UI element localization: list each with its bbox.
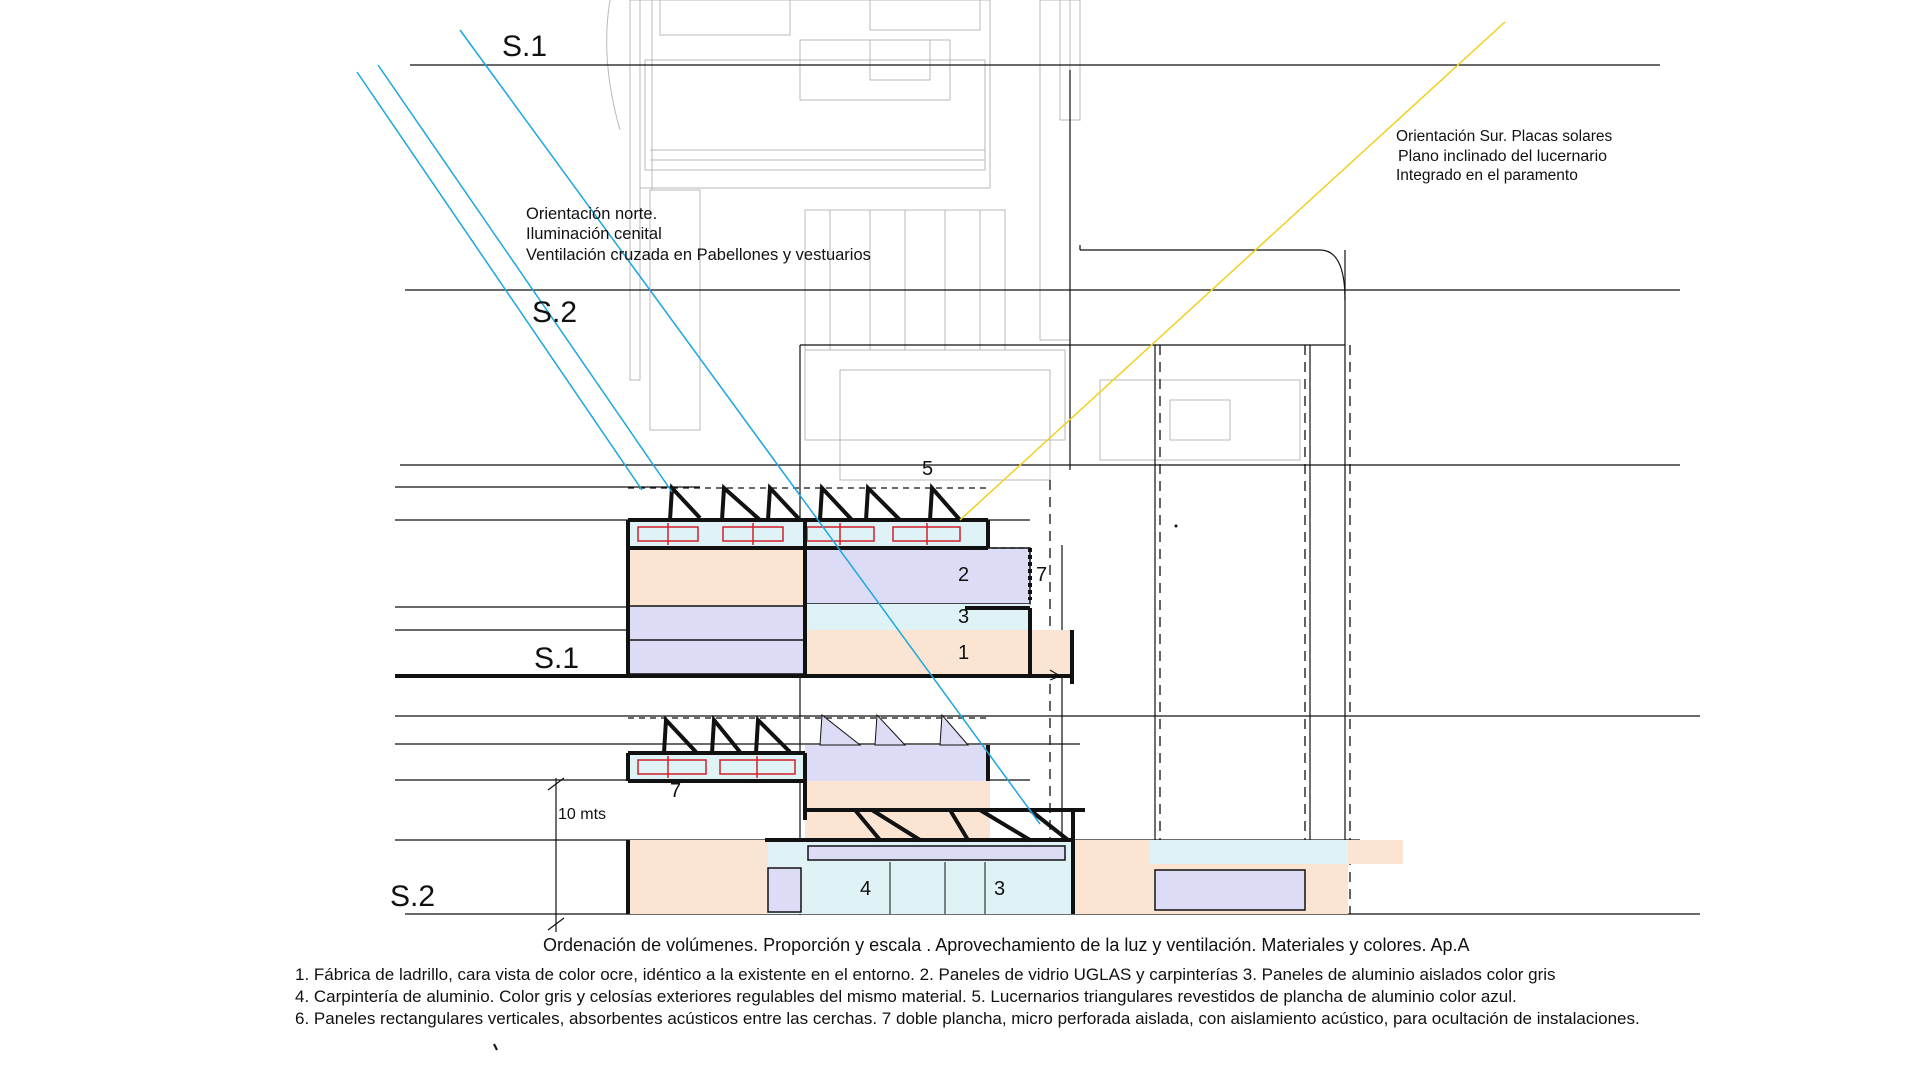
section-label-s1-mid: S.1	[534, 642, 580, 675]
vertical-lines	[799, 70, 1346, 915]
dashed-lines	[1049, 345, 1351, 914]
marker-3-upper: 3	[958, 606, 970, 628]
north-note-line-1: Orientación norte.	[526, 205, 658, 223]
marker-2: 2	[958, 564, 970, 586]
south-light-ray	[959, 21, 1506, 521]
legend-line-3: 6. Paneles rectangulares verticales, abs…	[295, 1009, 1640, 1028]
marker-5: 5	[922, 458, 934, 480]
marker-4: 4	[860, 878, 872, 900]
drawing-caption: Ordenación de volúmenes. Proporción y es…	[543, 935, 1470, 955]
marker-1: 1	[958, 642, 970, 664]
south-note-line-3: Integrado en el paramento	[1396, 167, 1578, 184]
north-light-rays	[356, 29, 1041, 825]
section-label-s2-bottom: S.2	[390, 880, 436, 913]
upper-building	[395, 483, 1074, 684]
section-label-s2-upper: S.2	[532, 296, 578, 329]
north-note-line-2: Iluminación cenital	[526, 225, 662, 243]
legend-line-1: 1. Fábrica de ladrillo, cara vista de co…	[295, 965, 1556, 984]
dimension-label: 10 mts	[558, 806, 607, 823]
site-plan-background	[606, 0, 1301, 481]
marker-7-lower: 7	[670, 780, 682, 802]
section-label-s1-top: S.1	[502, 30, 548, 63]
reference-lines	[395, 64, 1700, 915]
dimension-line	[547, 777, 565, 932]
south-note-line-1: Orientación Sur. Placas solares	[1396, 128, 1613, 145]
lower-building	[626, 713, 1403, 914]
legend-line-2: 4. Carpintería de aluminio. Color gris y…	[295, 987, 1517, 1006]
north-note-line-3: Ventilación cruzada en Pabellones y vest…	[526, 246, 871, 264]
south-note-line-2: Plano inclinado del lucernario	[1398, 148, 1608, 165]
marker-7-upper: 7	[1036, 564, 1048, 586]
marker-3-lower: 3	[994, 878, 1006, 900]
